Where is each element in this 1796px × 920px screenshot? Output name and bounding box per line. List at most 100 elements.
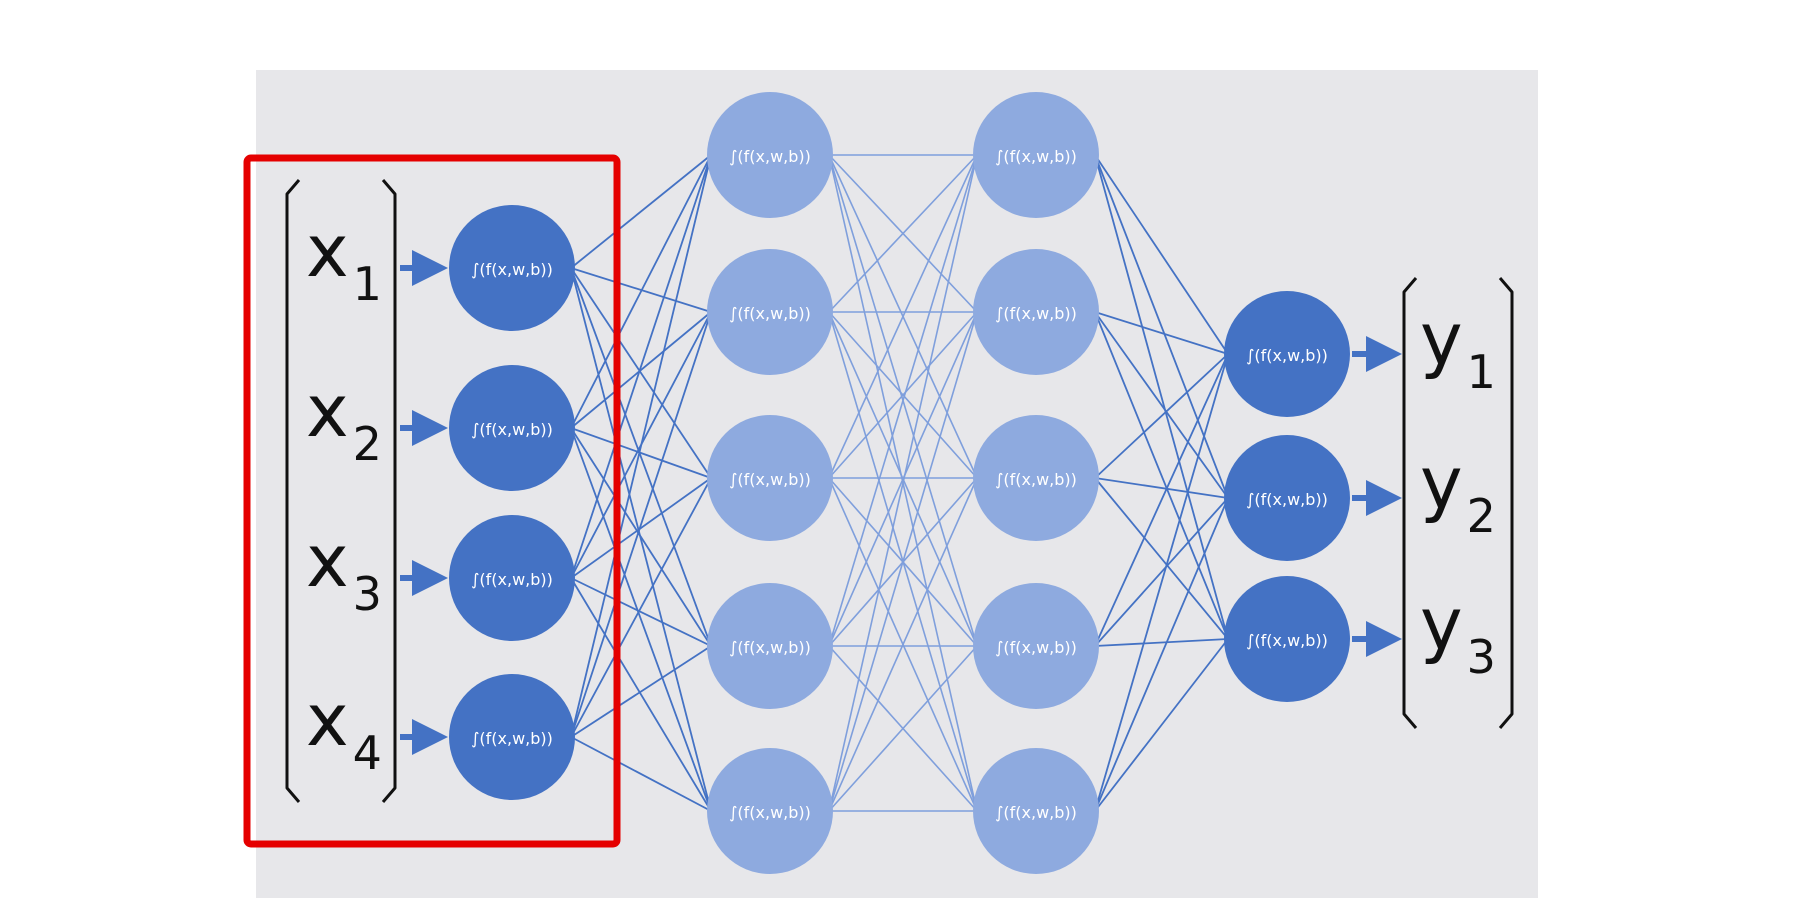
edge-line	[828, 645, 978, 812]
input-subscript: 1	[353, 257, 382, 311]
neuron-formula: ∫(f(x,w,b))	[471, 570, 553, 589]
edge-line	[1094, 638, 1229, 812]
output-label-2: y2	[1420, 441, 1496, 543]
output-subscript: 3	[1467, 630, 1496, 684]
neuron-circle	[707, 249, 833, 375]
neuron-circle	[1224, 291, 1350, 417]
edge-line	[1094, 638, 1229, 647]
edge-line	[570, 154, 712, 579]
edge-line	[1094, 311, 1229, 355]
layer-1-input: ∫(f(x,w,b)) ∫(f(x,w,b)) ∫(f(x,w,b)) ∫(f(x,w…	[449, 205, 575, 800]
neuron-circle	[449, 205, 575, 331]
edge-line	[1094, 311, 1229, 499]
neuron-formula: ∫(f(x,w,b))	[729, 803, 811, 822]
neuron-formula: ∫(f(x,w,b))	[995, 638, 1077, 657]
input-variable: x	[306, 209, 349, 293]
input-bracket-right	[381, 179, 397, 803]
output-subscript: 1	[1467, 345, 1496, 399]
edge-line	[828, 311, 978, 479]
input-subscript: 3	[353, 567, 382, 621]
neuron-node: ∫(f(x,w,b))	[1224, 435, 1350, 561]
neuron-formula: ∫(f(x,w,b))	[471, 729, 553, 748]
input-subscript: 2	[353, 417, 382, 471]
neuron-formula: ∫(f(x,w,b))	[995, 803, 1077, 822]
edge-line	[570, 267, 712, 812]
edge-line	[828, 154, 978, 479]
edge-line	[1094, 353, 1229, 647]
layer-4-output: ∫(f(x,w,b))∫(f(x,w,b))∫(f(x,w,b))	[1224, 291, 1350, 702]
neuron-circle	[973, 748, 1099, 874]
neuron-circle	[707, 583, 833, 709]
edge-line	[828, 154, 978, 313]
edge-line	[570, 311, 712, 738]
input-subscript: 4	[353, 726, 382, 780]
input-label-2: x2	[306, 369, 382, 471]
edge-line	[570, 267, 712, 647]
neuron-formula: ∫(f(x,w,b))	[1246, 490, 1328, 509]
neuron-formula: ∫(f(x,w,b))	[729, 147, 811, 166]
neuron-layers: ∫(f(x,w,b)) ∫(f(x,w,b)) ∫(f(x,w,b)) ∫(f(x,w…	[449, 92, 1350, 874]
edge-line	[570, 154, 712, 429]
edge-line	[570, 645, 712, 738]
edge-line	[1094, 154, 1229, 355]
input-variable: x	[306, 519, 349, 603]
edge-line	[570, 477, 712, 579]
edge-line	[828, 154, 978, 812]
neuron-formula: ∫(f(x,w,b))	[729, 638, 811, 657]
edge-line	[570, 427, 712, 647]
neuron-node: ∫(f(x,w,b))	[973, 249, 1099, 375]
edge-line	[1094, 311, 1229, 640]
neuron-node: ∫(f(x,w,b))	[449, 205, 575, 331]
edge-line	[828, 311, 978, 812]
neuron-node: ∫(f(x,w,b))	[973, 583, 1099, 709]
neuron-node: ∫(f(x,w,b))	[449, 674, 575, 800]
output-variable: y	[1420, 582, 1463, 666]
input-variable: x	[306, 678, 349, 762]
neuron-circle	[1224, 435, 1350, 561]
input-layer-highlight-box	[243, 154, 621, 848]
edge-line	[570, 154, 712, 269]
edge-line	[570, 477, 712, 738]
edge-line	[1094, 353, 1229, 479]
neuron-circle	[707, 415, 833, 541]
input-label-1: x1	[306, 209, 382, 311]
output-bracket-right	[1498, 277, 1514, 729]
neuron-formula: ∫(f(x,w,b))	[995, 304, 1077, 323]
edge-line	[1094, 497, 1229, 812]
neuron-circle	[973, 415, 1099, 541]
neuron-node: ∫(f(x,w,b))	[973, 415, 1099, 541]
input-label-4: x4	[306, 678, 382, 780]
neuron-node: ∫(f(x,w,b))	[449, 365, 575, 491]
neuron-formula: ∫(f(x,w,b))	[729, 470, 811, 489]
neuron-formula: ∫(f(x,w,b))	[995, 470, 1077, 489]
edge-line	[570, 154, 712, 738]
io-arrows	[400, 250, 1402, 755]
edge-line	[1094, 477, 1229, 499]
edge-line	[570, 577, 712, 812]
output-label-3: y3	[1420, 582, 1496, 684]
neuron-formula: ∫(f(x,w,b))	[729, 304, 811, 323]
neuron-node: ∫(f(x,w,b))	[707, 415, 833, 541]
neuron-node: ∫(f(x,w,b))	[1224, 291, 1350, 417]
edge-line	[1094, 497, 1229, 647]
layer-3-hidden: ∫(f(x,w,b)) ∫(f(x,w,b)) ∫(f(x,w,b)) ∫(f(x,w…	[973, 92, 1099, 874]
neuron-circle	[973, 583, 1099, 709]
neuron-node: ∫(f(x,w,b))	[707, 249, 833, 375]
neuron-circle	[973, 249, 1099, 375]
neuron-circle	[707, 748, 833, 874]
neuron-circle	[973, 92, 1099, 218]
output-label-1: y1	[1420, 297, 1496, 399]
neuron-formula: ∫(f(x,w,b))	[995, 147, 1077, 166]
neuron-node: ∫(f(x,w,b))	[707, 92, 833, 218]
neuron-circle	[449, 674, 575, 800]
edge-line	[1094, 353, 1229, 812]
neuron-node: ∫(f(x,w,b))	[973, 748, 1099, 874]
edge-line	[828, 311, 978, 647]
edge-line	[828, 154, 978, 647]
connection-edges	[570, 154, 1229, 812]
neuron-node: ∫(f(x,w,b))	[707, 583, 833, 709]
edge-line	[1094, 477, 1229, 640]
edge-line	[828, 477, 978, 812]
edge-line	[570, 311, 712, 429]
